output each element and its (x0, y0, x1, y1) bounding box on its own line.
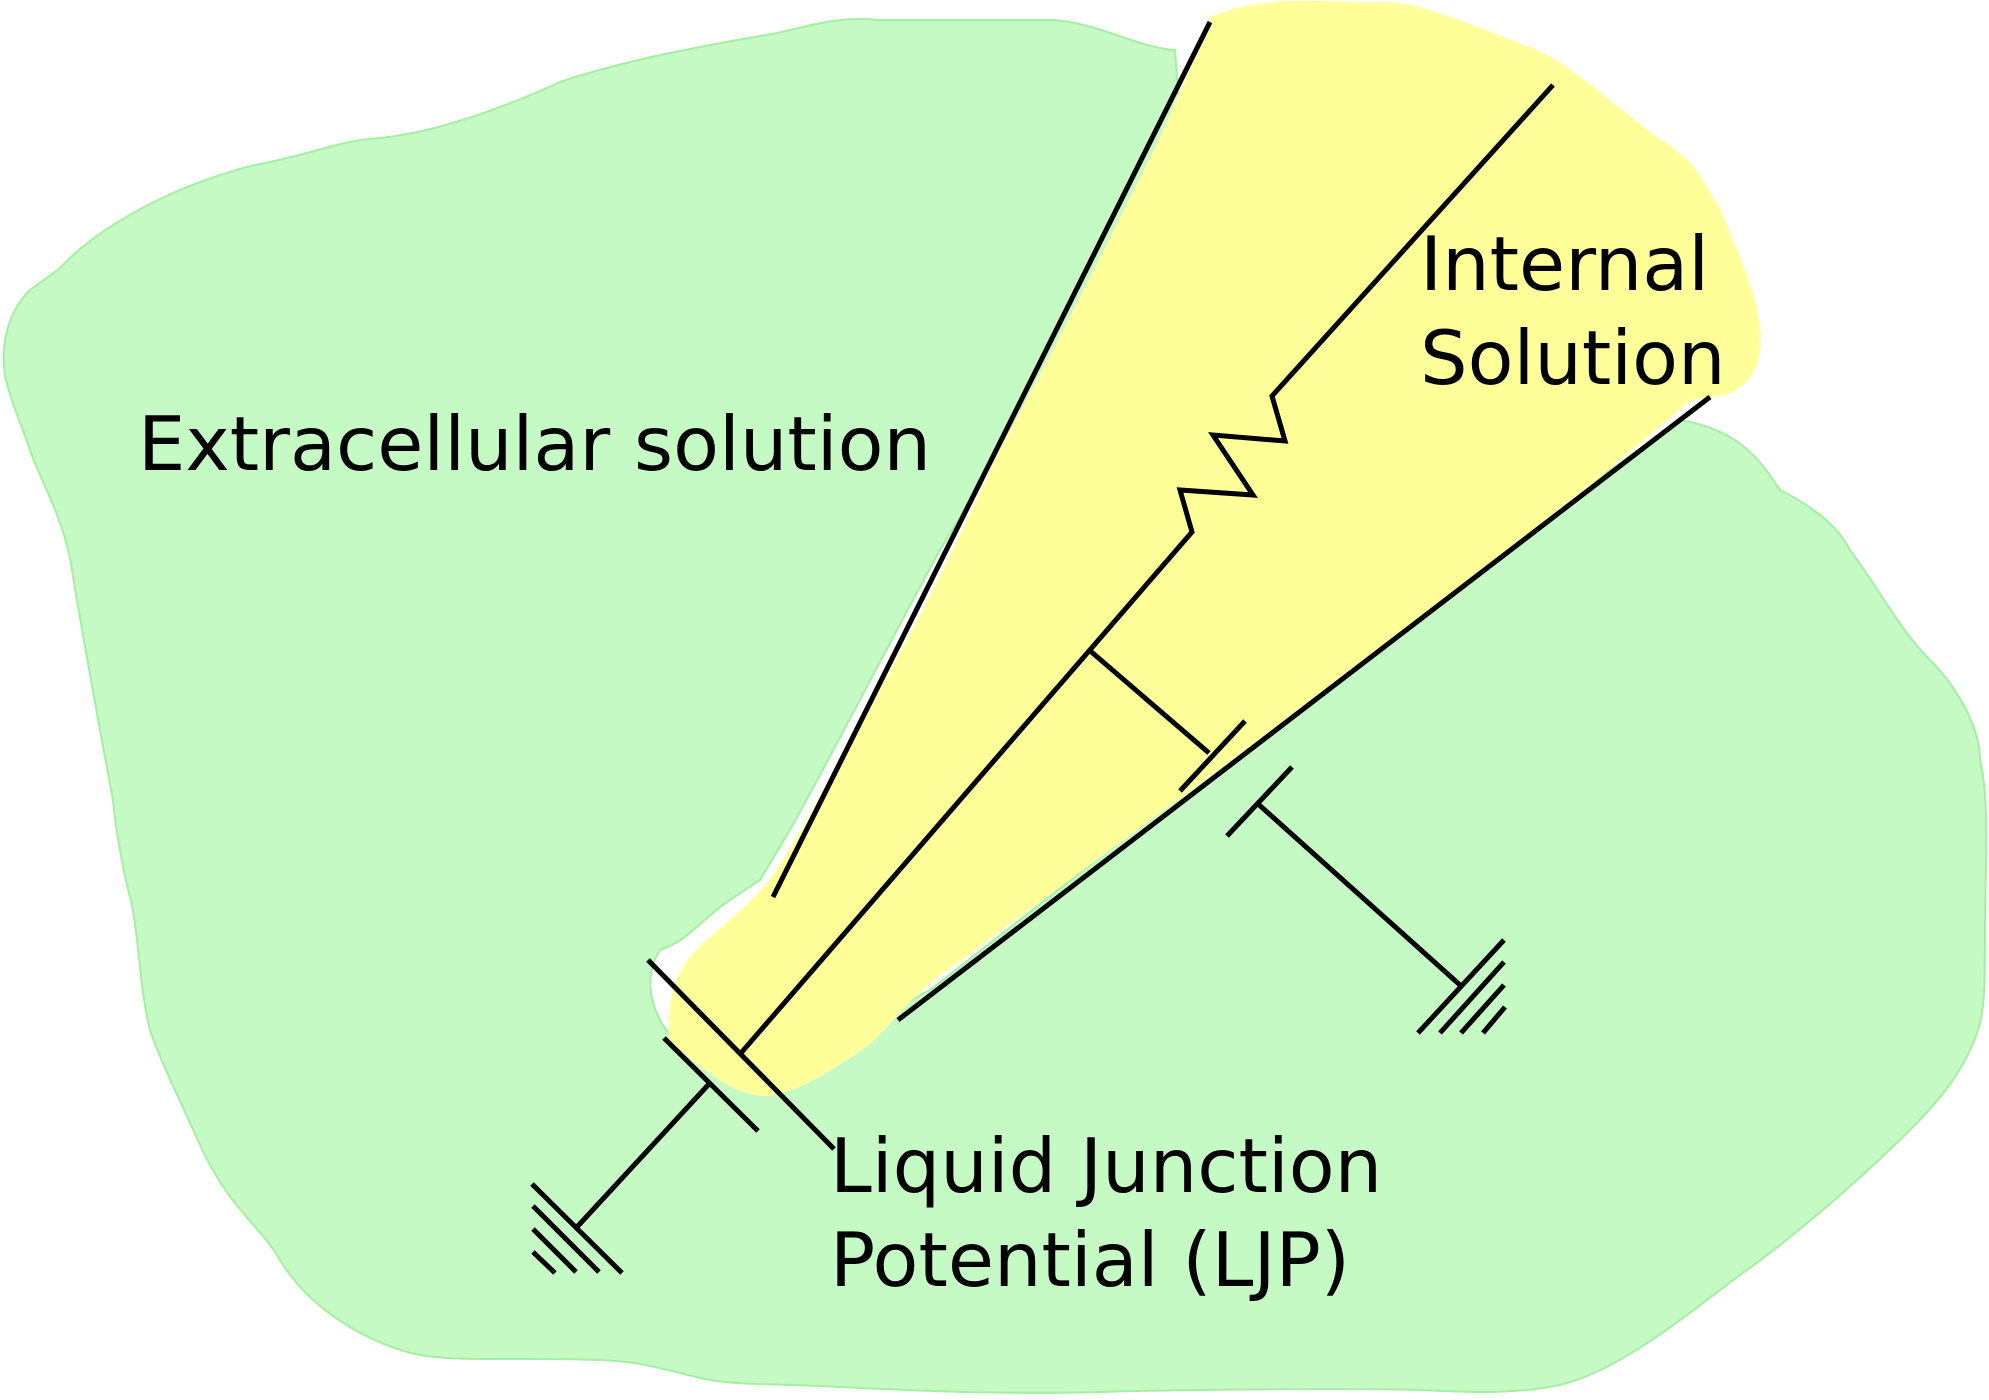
wall-capacitor-lead-bottom (1255, 801, 1462, 987)
capacitor-ljp-plate-inner (662, 1036, 760, 1133)
label-internal-line2: Solution (1420, 314, 1726, 402)
ground-ljp (530, 1182, 624, 1275)
pipette-wall-left (770, 20, 1213, 899)
label-ljp-line1: Liquid Junction (830, 1122, 1382, 1210)
ljp-lead (575, 1082, 711, 1229)
wall-capacitor-plate-outer (1225, 765, 1294, 838)
ground-right (1416, 938, 1507, 1035)
wall-capacitor-plate-inner (1178, 719, 1247, 793)
pipette-wall-right (896, 395, 1712, 1022)
resistor (739, 83, 1555, 1055)
wall-capacitor-lead-top (1086, 647, 1211, 755)
label-internal-line1: Internal (1420, 220, 1709, 308)
label-extracellular: Extracellular solution (138, 400, 931, 488)
label-ljp-line2: Potential (LJP) (830, 1216, 1350, 1304)
capacitor-ljp-plate-outer (646, 958, 836, 1151)
